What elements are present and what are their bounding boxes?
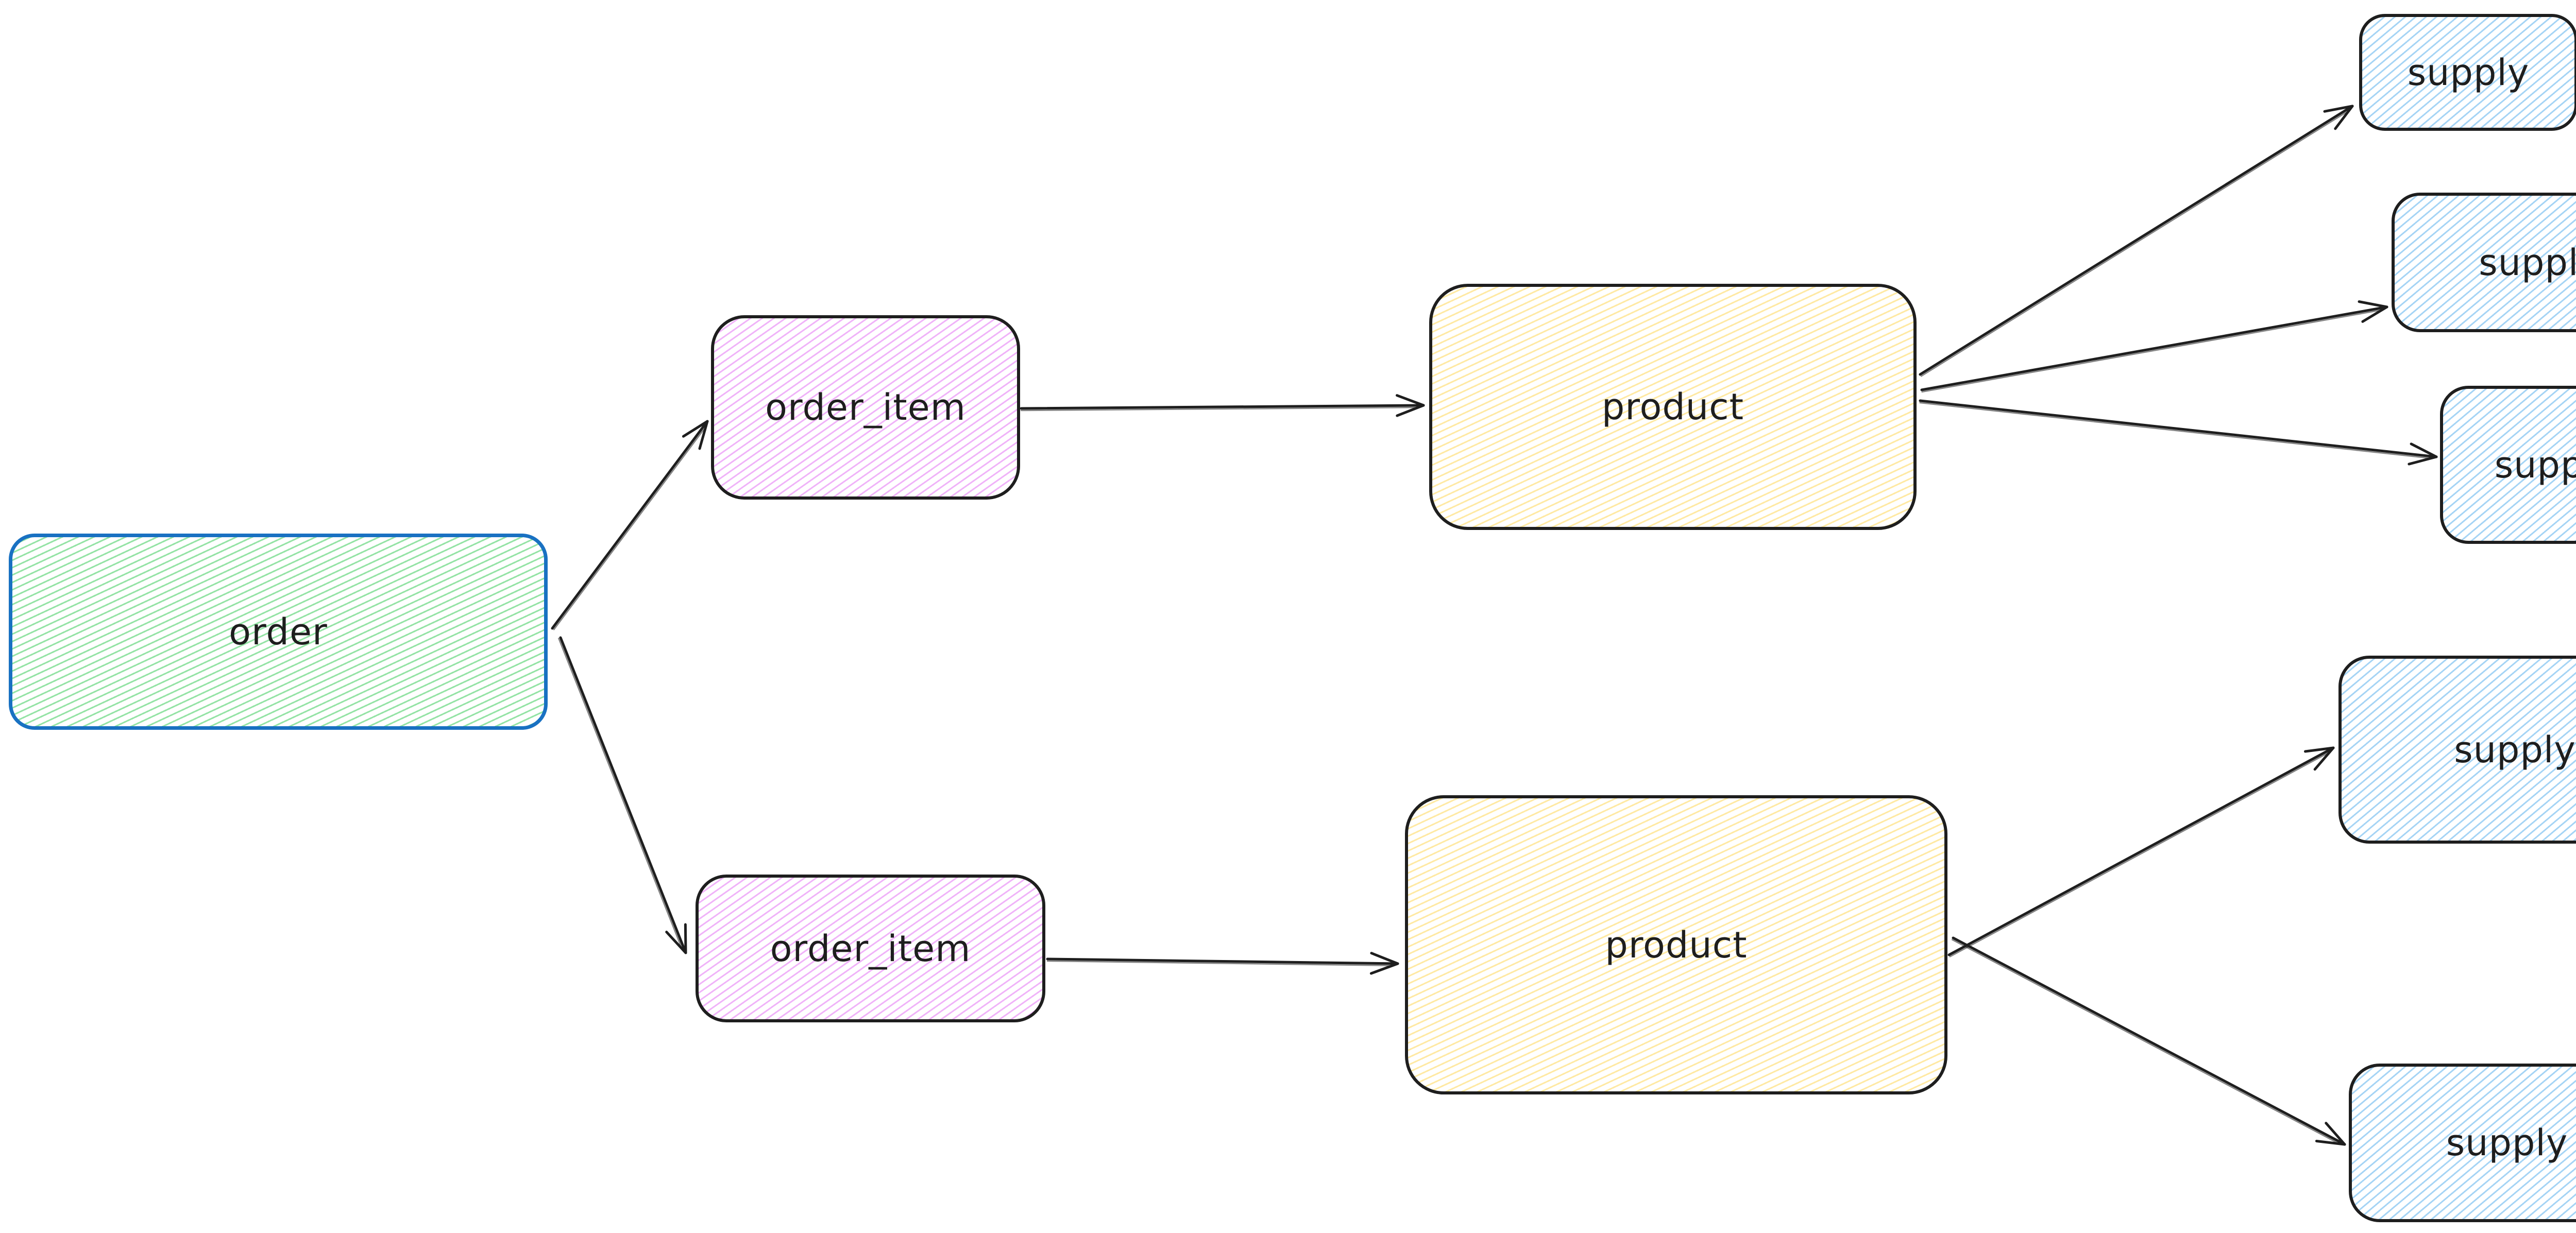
node-label-order_item_top: order_item <box>765 386 966 429</box>
arrow-order-to-order_item_bottom[interactable] <box>558 636 687 954</box>
node-label-supply_4: supply <box>2454 728 2576 771</box>
arrow-stroke <box>1375 954 1397 965</box>
arrow-order-to-order_item_top[interactable] <box>551 420 709 630</box>
node-order_item_bottom[interactable]: order_item <box>696 875 1045 1022</box>
arrow-order_item_bottom-to-product_bottom[interactable] <box>1046 952 1399 975</box>
node-label-supply_3: supply <box>2494 443 2576 486</box>
node-supply_3[interactable]: supply <box>2440 386 2576 544</box>
arrow-stroke <box>687 422 707 435</box>
node-label-supply_1: supply <box>2407 51 2530 94</box>
arrow-stroke <box>684 929 686 952</box>
arrow-product_bottom-to-supply_4[interactable] <box>1947 746 2335 957</box>
node-product_top[interactable]: product <box>1429 284 1917 530</box>
arrow-order_item_top-to-product_top[interactable] <box>1020 394 1425 417</box>
arrow-stroke <box>1375 963 1397 972</box>
arrow-stroke <box>1919 402 2430 459</box>
arrow-stroke <box>1919 399 2438 458</box>
arrow-stroke <box>553 427 706 630</box>
arrow-stroke <box>1401 404 1423 415</box>
arrow-product_bottom-to-supply_5[interactable] <box>1951 936 2346 1146</box>
arrow-stroke <box>2366 306 2386 320</box>
arrow-stroke <box>1920 305 2388 391</box>
node-order_item_top[interactable]: order_item <box>711 315 1020 500</box>
node-order[interactable]: order <box>9 534 548 730</box>
arrow-stroke <box>1947 746 2335 956</box>
arrow-stroke <box>1046 957 1399 965</box>
node-label-supply_5: supply <box>2446 1122 2568 1164</box>
arrow-stroke <box>2415 446 2436 457</box>
arrow-stroke <box>2363 302 2386 308</box>
node-label-supply_2: supply <box>2479 241 2576 284</box>
arrow-stroke <box>559 636 687 954</box>
arrow-stroke <box>1020 406 1417 412</box>
node-supply_5[interactable]: supply <box>2349 1064 2576 1222</box>
arrow-product_top-to-supply_1[interactable] <box>1919 105 2354 377</box>
node-label-product_top: product <box>1601 386 1744 428</box>
arrow-stroke <box>558 638 682 948</box>
arrow-stroke <box>551 420 709 630</box>
arrow-stroke <box>2310 748 2333 751</box>
node-label-product_bottom: product <box>1605 923 1748 966</box>
arrow-product_top-to-supply_2[interactable] <box>1920 300 2388 393</box>
node-supply_2[interactable]: supply <box>2392 193 2576 332</box>
node-supply_1[interactable]: supply <box>2359 14 2576 131</box>
arrow-stroke <box>2329 1126 2344 1144</box>
arrow-stroke <box>1046 960 1392 967</box>
arrow-stroke <box>1401 396 1423 406</box>
arrow-stroke <box>669 935 686 952</box>
arrow-stroke <box>2329 106 2352 111</box>
arrow-stroke <box>2320 1141 2344 1144</box>
arrow-stroke <box>2337 106 2352 126</box>
arrow-product_top-to-supply_3[interactable] <box>1919 399 2438 466</box>
arrow-stroke <box>1921 310 2381 393</box>
arrow-stroke <box>700 422 707 444</box>
arrow-stroke <box>1952 936 2346 1146</box>
arrow-stroke <box>1920 111 2348 377</box>
node-product_bottom[interactable]: product <box>1405 795 1947 1094</box>
node-label-order: order <box>229 610 328 653</box>
arrow-stroke <box>1020 404 1425 410</box>
arrow-stroke <box>1949 752 2329 957</box>
arrow-stroke <box>1951 939 2338 1144</box>
node-supply_4[interactable]: supply <box>2338 656 2576 844</box>
arrow-stroke <box>2413 456 2436 464</box>
node-label-order_item_bottom: order_item <box>770 927 971 970</box>
arrow-stroke <box>2317 748 2333 766</box>
arrow-stroke <box>1919 105 2354 376</box>
